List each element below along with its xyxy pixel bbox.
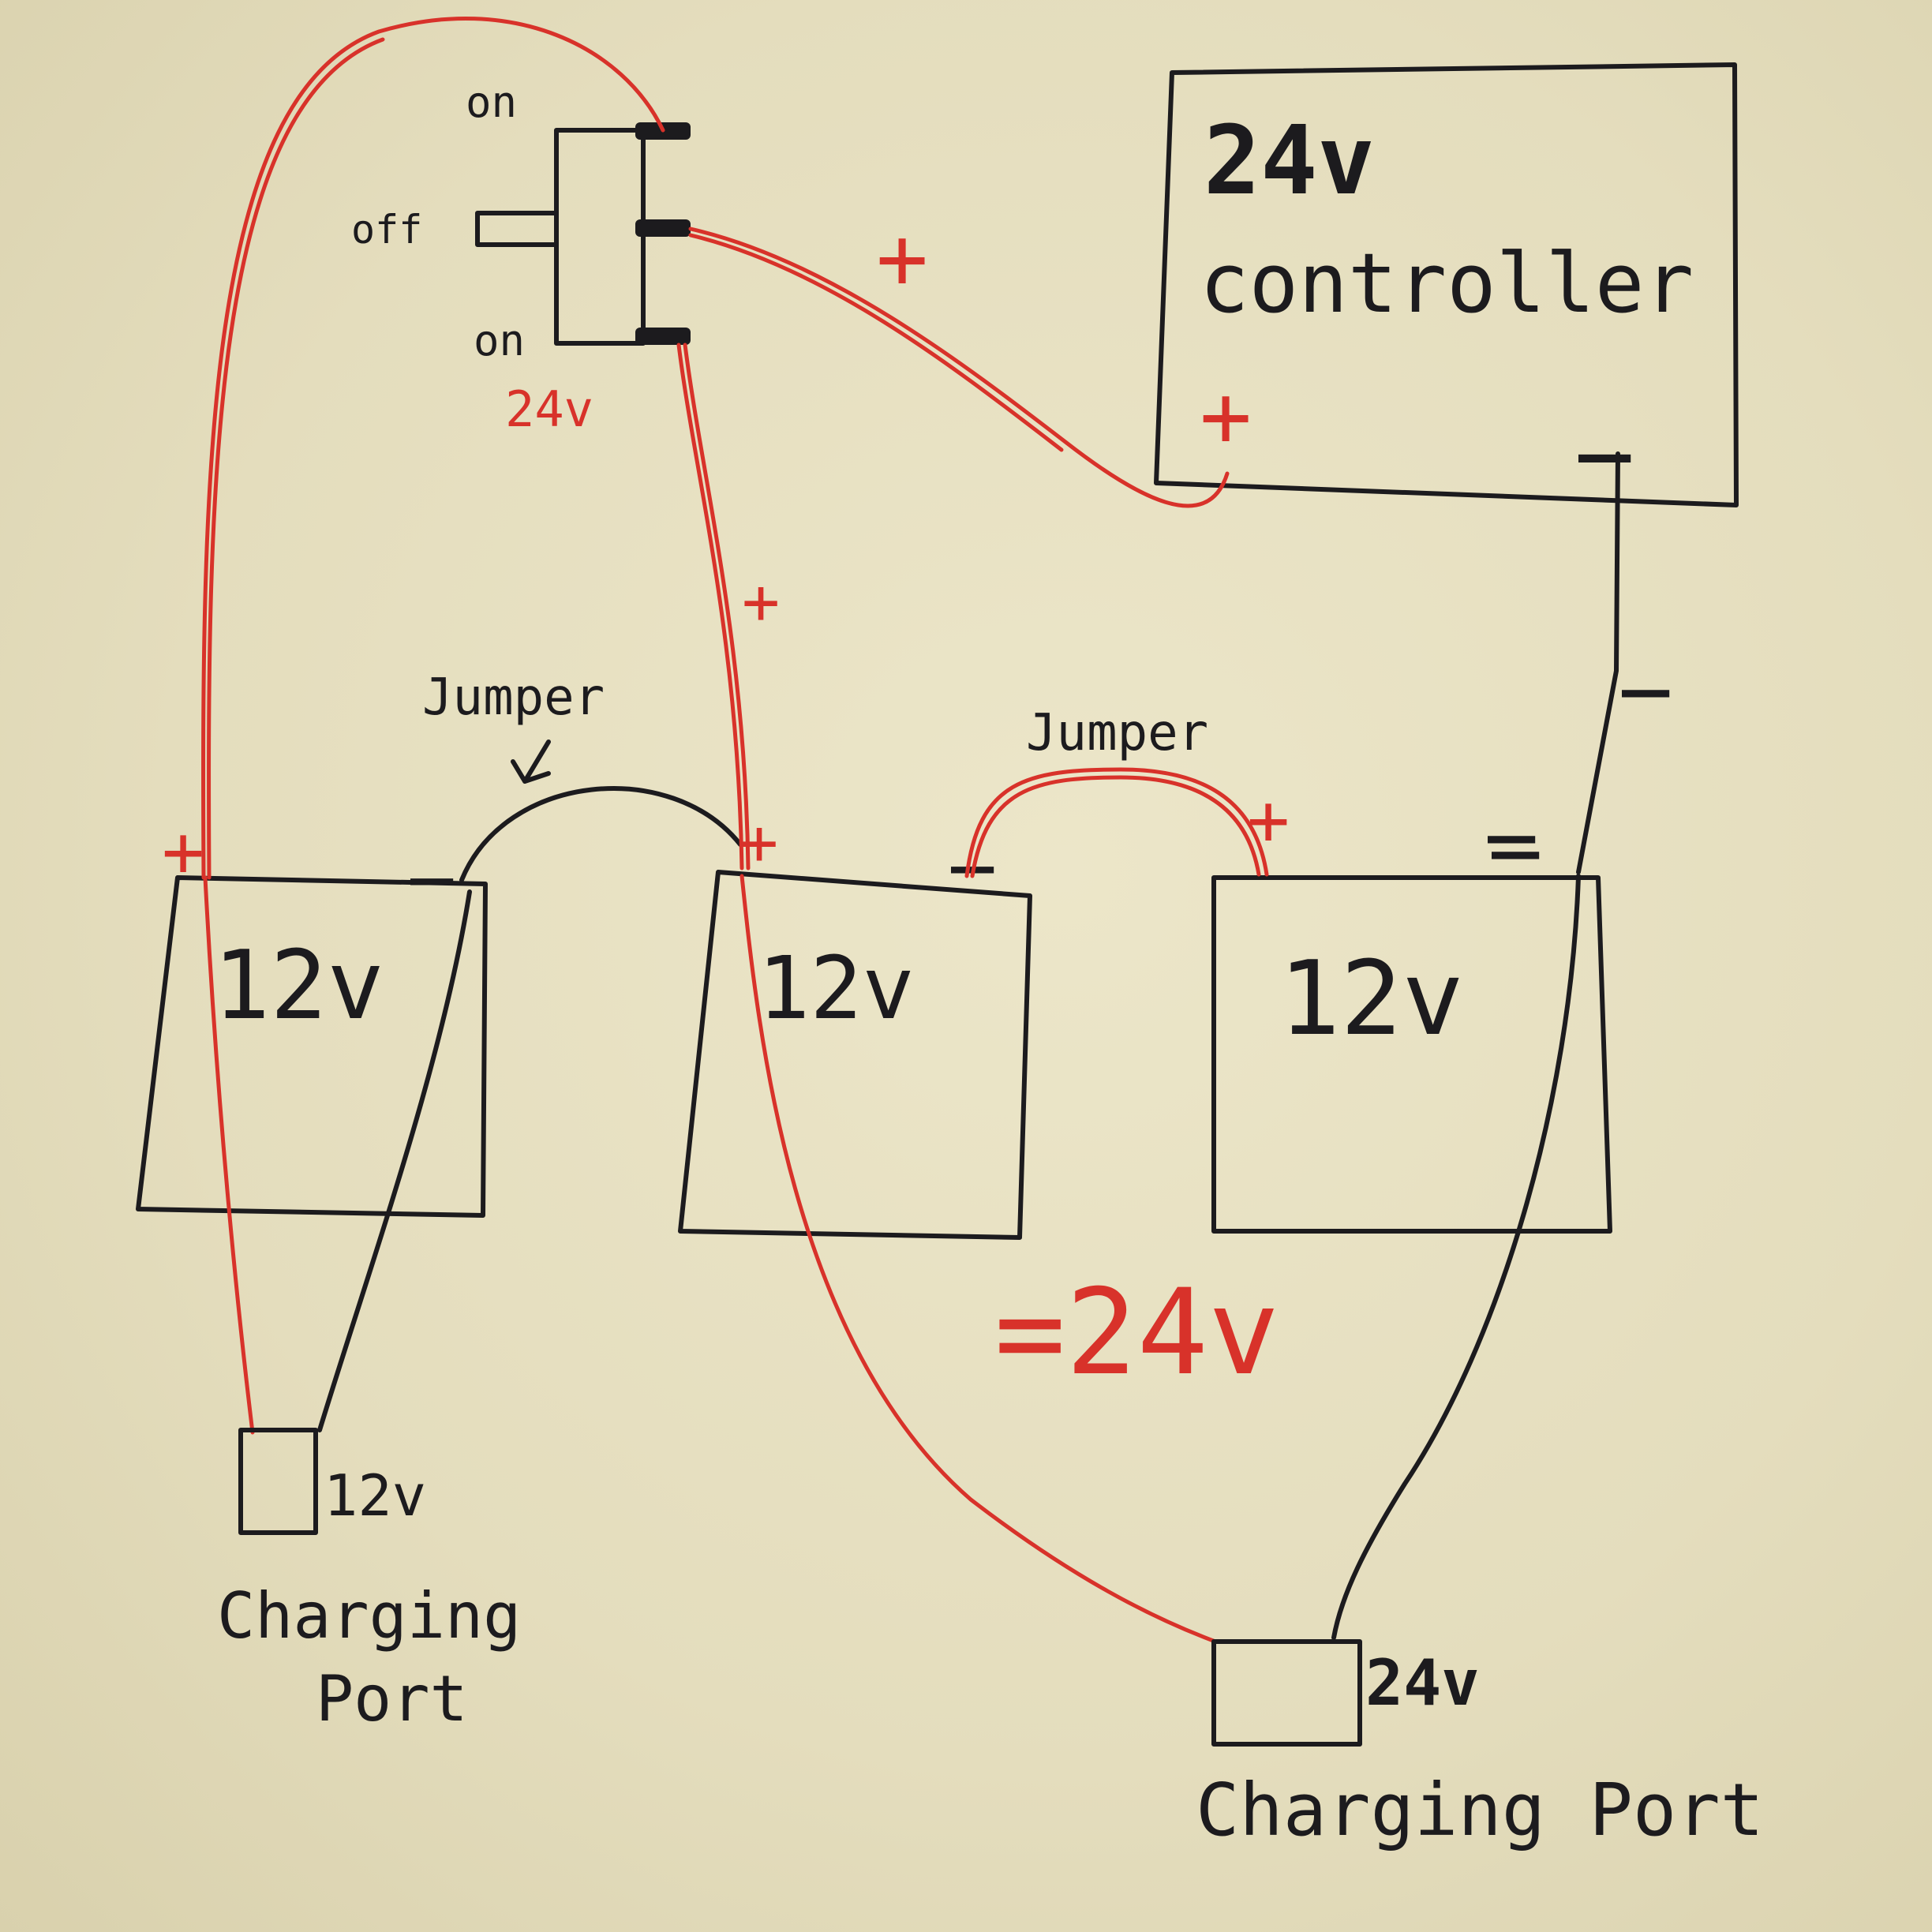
jumper-1: Jumper [422,668,743,882]
switch-body [554,128,646,346]
battery-2-voltage: 12v [758,938,915,1039]
switch-voltage-label: 24v [505,380,593,438]
controller-title-label: controller [1200,235,1694,331]
wire-controller-minus-mark-2: _ [1488,751,1536,844]
battery-3-plus: + [1247,779,1290,862]
wire-controller-minus-mark-1: _ [1622,605,1670,698]
switch-lever [475,211,559,247]
battery-1-minus: _ [410,803,454,886]
switch-terminal-bottom [635,328,691,345]
wire-switch-controller-plus-mark: + [876,208,928,309]
charging-port-24v-box [1211,1639,1362,1747]
wire-battery2-plus-to-24v-port [739,874,1218,1644]
battery-3-voltage: 12v [1279,938,1464,1058]
battery-3-minus: _ [1492,767,1540,859]
switch-on-bottom-label: on [474,316,525,365]
wire-battery1-plus-to-switch-top [201,17,665,880]
charging-port-24v-voltage: 24v [1365,1646,1480,1720]
jumper-1-label: Jumper [422,668,605,727]
controller-box: 24v controller + _ [1154,62,1739,507]
charging-port-12v: 12v Charging Port [217,1428,521,1735]
jumper-2-wire [964,767,1269,878]
charging-port-24v: 24v Charging Port [1196,1639,1764,1852]
jumper-2: Jumper [964,704,1269,878]
controller-voltage-label: 24v [1204,107,1375,216]
battery-1-voltage: 12v [213,931,384,1041]
wire-battery1-minus-to-12v-port [317,889,472,1432]
jumper-1-wire [459,786,743,882]
wire-controller-minus-to-battery3 [1576,451,1620,874]
wire-switch-battery2-plus-mark: + [742,565,780,638]
controller-minus-terminal: _ [1578,361,1631,462]
battery-3: 12v + _ [1211,767,1612,1234]
charging-port-12v-label-line1: Charging [217,1579,521,1653]
total-voltage-label: =24v [994,1264,1279,1402]
jumper-2-label: Jumper [1026,704,1208,762]
battery-1: 12v + _ [136,803,488,1218]
battery-1-plus: + [162,811,204,893]
battery-2: 12v + _ [678,791,1032,1240]
jumper-1-arrow [511,739,551,784]
controller-plus-terminal: + [1200,365,1252,466]
battery-2-minus: _ [951,791,994,874]
charging-port-24v-label: Charging Port [1196,1768,1764,1852]
charging-port-12v-label-line2: Port [316,1662,468,1735]
charging-port-12v-box [238,1428,318,1535]
wire-battery1-plus-to-12v-port [203,875,255,1435]
wire-battery3-minus-to-24v-port [1331,874,1581,1640]
toggle-switch: on off on 24v [351,77,691,438]
switch-off-label: off [351,207,422,253]
wire-switch-to-battery2-plus [676,343,744,871]
switch-on-top-label: on [466,77,517,127]
charging-port-12v-voltage: 12v [324,1462,426,1529]
wire-switch-to-controller-plus [688,227,1230,508]
switch-terminal-middle [635,219,691,237]
